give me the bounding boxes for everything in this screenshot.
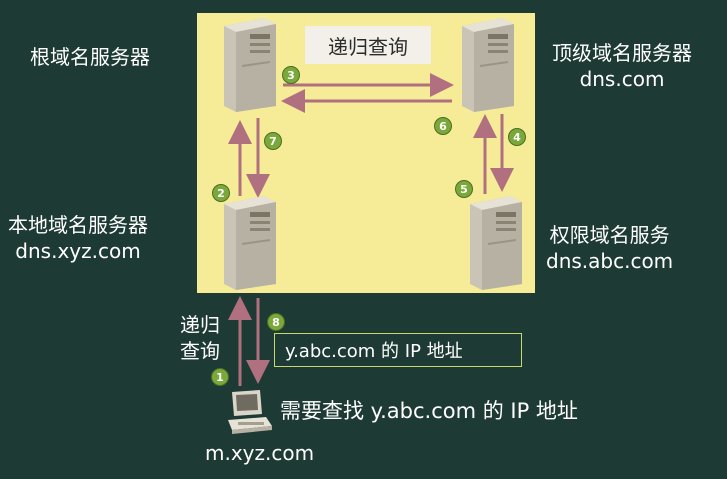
step-badge-3: 3 <box>282 66 300 84</box>
tld-server-domain: dns.com <box>579 67 665 91</box>
local-server-label: 本地域名服务器 dns.xyz.com <box>8 212 148 264</box>
tld-server-name: 顶级域名服务器 <box>552 41 692 65</box>
local-server-icon <box>224 196 276 290</box>
root-server-name: 根域名服务器 <box>30 45 150 69</box>
client-query-label-line1: 递归 <box>180 313 220 337</box>
answer-text: y.abc.com 的 IP 地址 <box>285 341 463 362</box>
step-badge-1: 1 <box>211 368 229 386</box>
client-host-name: m.xyz.com <box>205 441 315 465</box>
auth-server-name: 权限域名服务 <box>549 223 670 247</box>
auth-server-label: 权限域名服务 dns.abc.com <box>546 222 673 274</box>
root-server-label: 根域名服务器 <box>30 44 150 70</box>
local-server-name: 本地域名服务器 <box>8 213 148 237</box>
step-badge-6: 6 <box>434 117 452 135</box>
step-badge-7: 7 <box>264 132 282 150</box>
client-need-text: 需要查找 y.abc.com 的 IP 地址 <box>280 399 578 423</box>
step-badge-8: 8 <box>267 313 285 331</box>
step-badge-2: 2 <box>212 184 230 202</box>
tld-server-label: 顶级域名服务器 dns.com <box>552 40 692 92</box>
step-badge-5: 5 <box>455 180 473 198</box>
tld-server-icon <box>462 18 514 112</box>
auth-server-icon <box>470 196 522 290</box>
auth-server-domain: dns.abc.com <box>546 249 674 273</box>
step-badge-4: 4 <box>508 128 526 146</box>
client-query-label: 递归 查询 <box>180 312 220 364</box>
diagram-title: 递归查询 <box>305 26 431 64</box>
root-server-icon <box>224 18 276 112</box>
client-query-label-line2: 查询 <box>180 339 220 363</box>
local-server-domain: dns.xyz.com <box>15 239 141 263</box>
computer-icon <box>228 390 272 434</box>
answer-box: y.abc.com 的 IP 地址 <box>274 333 522 367</box>
